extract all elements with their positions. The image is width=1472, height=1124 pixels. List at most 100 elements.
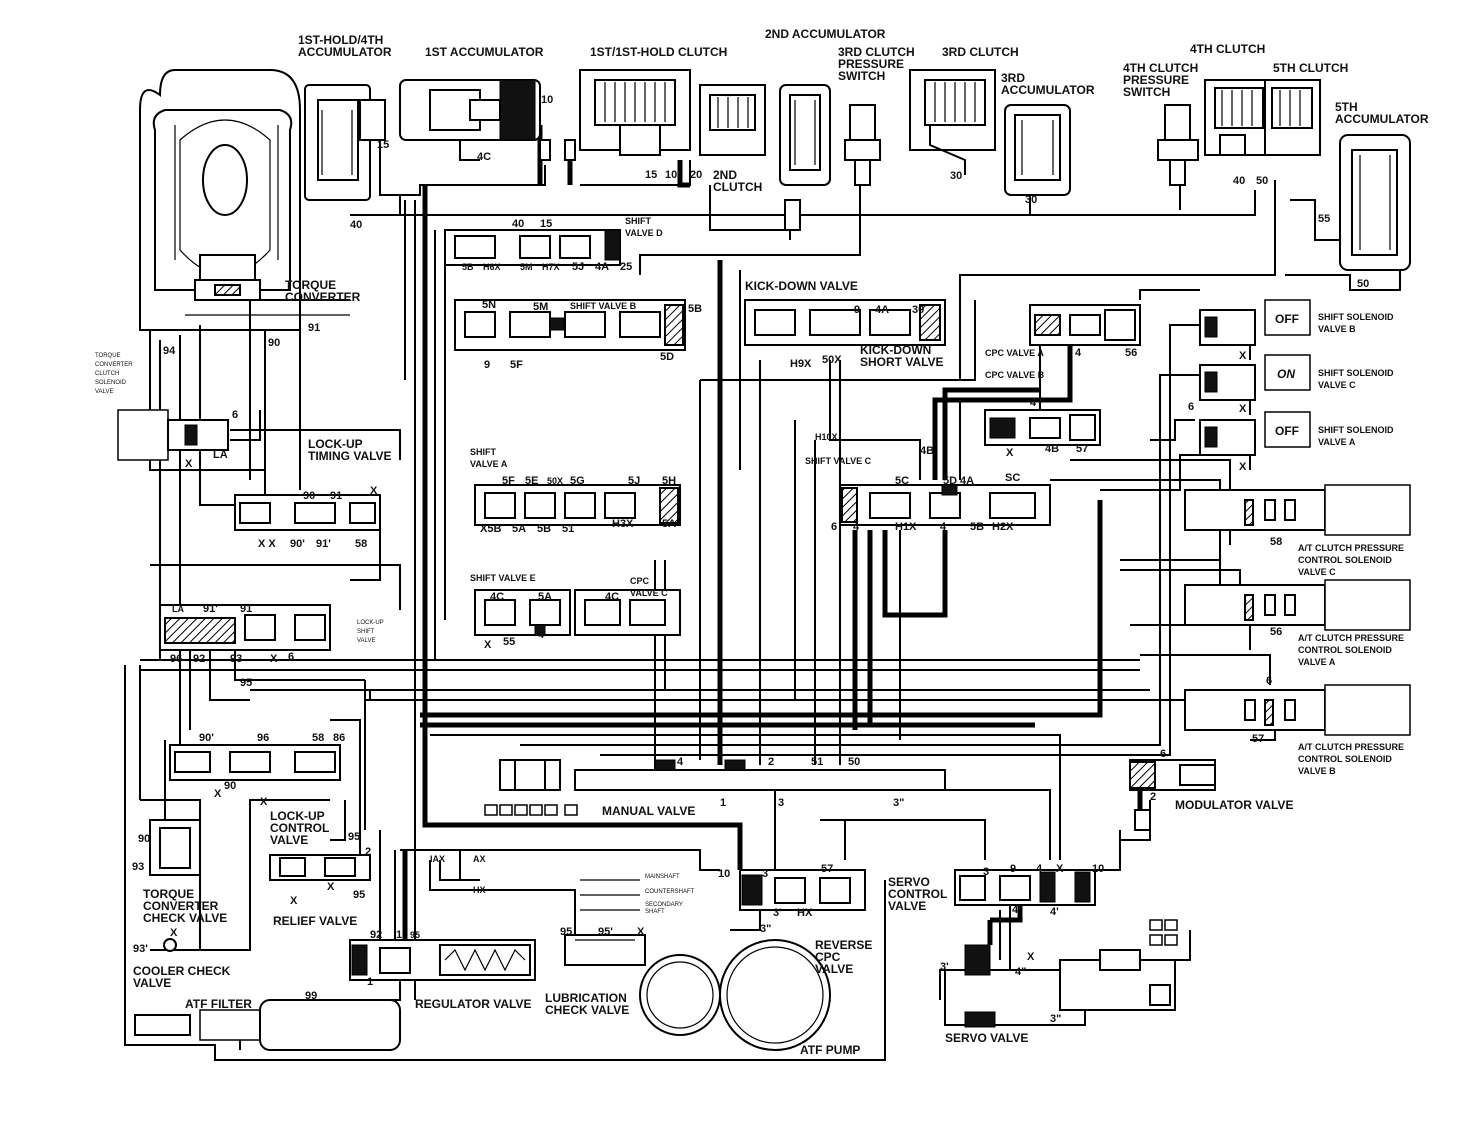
shift-solenoid-a	[1199, 411, 1311, 456]
port-label: 91	[308, 322, 320, 334]
shift-solenoid-c	[1199, 354, 1311, 401]
port-label: H10X	[815, 432, 838, 442]
port-label: 2	[1150, 791, 1156, 803]
port-label: 4A	[960, 475, 974, 487]
port-label: 30	[1025, 194, 1037, 206]
regulator-valve	[349, 939, 536, 981]
port-label: 57	[1076, 443, 1088, 455]
port-label: 3'	[773, 907, 782, 919]
port-label: 6	[1160, 748, 1166, 760]
port-label: 40	[512, 218, 524, 230]
port-label: H3X	[612, 518, 634, 530]
modulator-valve	[1129, 759, 1216, 831]
port-label: 5B	[537, 523, 551, 535]
label-first-accumulator: 1ST ACCUMULATOR	[425, 45, 544, 59]
port-label: 5A	[662, 518, 676, 530]
label-shift-valve-e: SHIFT VALVE E	[470, 573, 536, 583]
port-label: 10	[1092, 863, 1104, 875]
port-label: 5D	[943, 475, 957, 487]
port-label: 5H	[662, 475, 676, 487]
fourth-clutch	[1204, 79, 1271, 156]
port-label: 93	[230, 653, 242, 665]
port-label: X	[637, 926, 645, 938]
servo-control-valve	[954, 869, 1096, 906]
port-label: HX	[473, 885, 486, 895]
port-label: 5M	[520, 262, 533, 272]
port-label: 50	[1357, 278, 1369, 290]
label-cpc-valve-a: CPC VALVE A	[985, 348, 1044, 358]
label-relief-valve: RELIEF VALVE	[273, 914, 357, 928]
port-label: IAX	[430, 854, 445, 864]
port-label: 5A	[538, 591, 552, 603]
exhaust-markers: X X X	[1239, 350, 1247, 473]
port-label: 4"	[1015, 966, 1026, 978]
manual-valve	[484, 759, 946, 816]
port-label: X	[214, 788, 222, 800]
port-label: 3"	[1050, 1013, 1061, 1025]
port-label: 57	[1252, 733, 1264, 745]
port-label: 94	[163, 345, 176, 357]
port-label: 91'	[203, 603, 218, 615]
port-label: 91	[330, 490, 342, 502]
port-label: 40	[1233, 175, 1245, 187]
fifth-clutch	[1264, 79, 1321, 156]
port-label: 4	[940, 521, 947, 533]
port-label: 5F	[502, 475, 515, 487]
port-label: 95	[560, 926, 572, 938]
lubrication-check-valve	[564, 934, 646, 966]
port-label: X	[327, 881, 335, 893]
port-label: X	[260, 796, 268, 808]
fluid-passages	[124, 125, 1401, 1061]
shift-valve-d	[444, 229, 621, 266]
port-label: 90'	[290, 538, 305, 550]
label-first-hold-clutch: 1ST/1ST-HOLD CLUTCH	[590, 45, 727, 59]
port-label: 20	[690, 169, 702, 181]
port-label: X X	[258, 538, 276, 550]
label-servo-valve: SERVO VALVE	[945, 1031, 1028, 1045]
port-label: X	[270, 653, 278, 665]
port-label: 50	[1256, 175, 1268, 187]
port-label: H7X	[542, 262, 560, 272]
port-label: 4'	[1050, 906, 1059, 918]
port-label: 55	[1318, 213, 1330, 225]
port-label: 5D	[660, 351, 674, 363]
port-label: 3"	[760, 923, 771, 935]
port-label: 4"	[1012, 904, 1023, 916]
port-label: 58	[355, 538, 367, 550]
label-countershaft: COUNTERSHAFT	[645, 889, 695, 895]
at-clutch-solenoid-a	[1184, 579, 1411, 631]
port-label: 5F	[510, 359, 523, 371]
kick-down-valve	[744, 299, 946, 346]
port-label: 4	[1030, 397, 1037, 409]
port-label: 4A	[875, 304, 889, 316]
port-label: 91	[240, 603, 252, 615]
port-label: 2	[365, 846, 371, 858]
port-label: 15	[540, 218, 552, 230]
port-label: 5A	[512, 523, 526, 535]
port-label: 5J	[572, 261, 584, 273]
port-label: 9	[484, 359, 490, 371]
port-label: 15	[377, 139, 389, 151]
port-label: SC	[1005, 472, 1020, 484]
state-solenoid-a: OFF	[1275, 424, 1299, 438]
state-solenoid-c: ON	[1277, 367, 1295, 381]
label-shift-valve-b: SHIFT VALVE B	[570, 301, 637, 311]
port-label: 92	[193, 653, 205, 665]
port-label: 95	[353, 889, 365, 901]
label-kick-down-valve: KICK-DOWN VALVE	[745, 279, 858, 293]
port-label: 95	[410, 930, 420, 940]
port-label: 90	[268, 337, 280, 349]
